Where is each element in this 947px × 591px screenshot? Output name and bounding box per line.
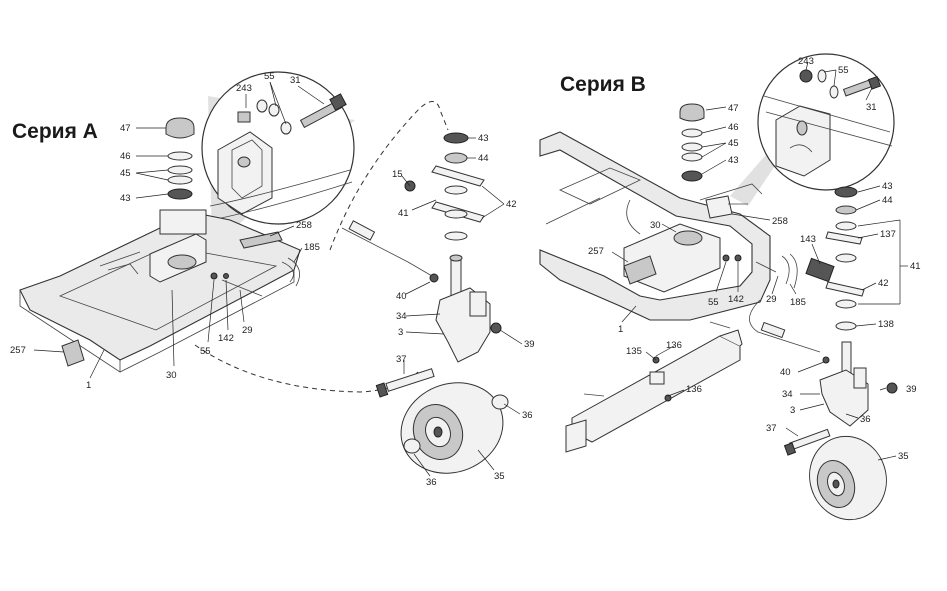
b-wheel-35 — [809, 435, 887, 521]
b-callout-258: 258 — [772, 216, 788, 227]
a-callout-41: 41 — [398, 208, 409, 219]
b-bolts-29-142-55 — [722, 203, 777, 273]
a-callout-43b: 43 — [478, 133, 489, 144]
a-callout-39: 39 — [524, 339, 535, 350]
b-callout-34: 34 — [782, 389, 793, 400]
b-callout-138: 138 — [878, 319, 894, 330]
b-callout-45: 45 — [728, 138, 739, 149]
b-detail-bolt-31 — [799, 69, 882, 99]
a-callout-34: 34 — [396, 311, 407, 322]
b-detail-bracket — [763, 95, 893, 177]
a-wheel-35 — [400, 382, 509, 474]
a-callout-44: 44 — [478, 153, 489, 164]
b-callout-31: 31 — [866, 102, 877, 113]
a-callout-55b: 55 — [200, 346, 211, 357]
a-callout-258: 258 — [296, 220, 312, 231]
a-callout-30: 30 — [166, 370, 177, 381]
a-callout-45: 45 — [120, 168, 131, 179]
a-frame-1 — [19, 209, 301, 373]
series-b-title: Серия В — [560, 73, 646, 96]
a-caster-stack — [404, 132, 502, 363]
b-callout-43: 43 — [728, 155, 739, 166]
b-leader-lines — [611, 61, 908, 461]
b-callout-36: 36 — [860, 414, 871, 425]
a-callout-29: 29 — [242, 325, 253, 336]
a-callout-47: 47 — [120, 123, 131, 134]
b-axle-135 — [565, 321, 743, 453]
b-callout-243: 243 — [798, 56, 814, 67]
a-callout-185: 185 — [304, 242, 320, 253]
b-callout-29: 29 — [766, 294, 777, 305]
b-callout-40: 40 — [780, 367, 791, 378]
b-callout-39: 39 — [906, 384, 917, 395]
a-callout-15: 15 — [392, 169, 403, 180]
a-bracket-185 — [281, 257, 300, 287]
b-cable — [626, 199, 821, 353]
a-callout-1: 1 — [86, 380, 91, 391]
a-callout-243: 243 — [236, 83, 252, 94]
b-callout-55b: 55 — [708, 297, 719, 308]
b-caster-stack — [805, 186, 898, 427]
b-callout-136: 136 — [666, 340, 682, 351]
a-axle-bolt-37 — [375, 368, 435, 398]
a-callout-35: 35 — [494, 471, 505, 482]
series-a-title: Серия А — [12, 120, 98, 143]
b-callout-55: 55 — [838, 65, 849, 76]
a-detail-bracket — [209, 131, 353, 221]
series-a-assembly: 47 46 45 43 243 55 31 258 185 257 1 30 5… — [10, 71, 535, 488]
a-cable-40 — [341, 220, 439, 283]
b-callout-3: 3 — [790, 405, 795, 416]
a-callout-40: 40 — [396, 291, 407, 302]
b-hub-stack — [679, 103, 705, 182]
b-callout-136b: 136 — [686, 384, 702, 395]
b-callout-43b: 43 — [882, 181, 893, 192]
b-callout-143: 143 — [800, 234, 816, 245]
a-callout-257: 257 — [10, 345, 26, 356]
b-callout-30: 30 — [650, 220, 661, 231]
a-decal-257 — [61, 339, 85, 367]
b-bracket-185 — [781, 253, 798, 289]
a-callout-37: 37 — [396, 354, 407, 365]
b-decal-257 — [623, 255, 657, 285]
b-axle-bolt-37 — [783, 428, 831, 456]
b-callout-142: 142 — [728, 294, 744, 305]
a-callout-142: 142 — [218, 333, 234, 344]
b-callout-135: 135 — [626, 346, 642, 357]
a-bolts-29-142-55 — [210, 272, 263, 297]
series-b-assembly: 47 46 45 43 243 55 31 43 44 137 41 143 4… — [539, 53, 921, 521]
b-callout-137: 137 — [880, 229, 896, 240]
b-callout-41: 41 — [910, 261, 921, 272]
b-callout-37: 37 — [766, 423, 777, 434]
a-callout-36b: 36 — [426, 477, 437, 488]
b-callout-46: 46 — [728, 122, 739, 133]
a-callout-42: 42 — [506, 199, 517, 210]
a-callout-43: 43 — [120, 193, 131, 204]
b-callout-47: 47 — [728, 103, 739, 114]
a-hub-stack — [165, 117, 195, 200]
a-leader-lines — [33, 81, 523, 477]
b-callout-35: 35 — [898, 451, 909, 462]
a-callout-3: 3 — [398, 327, 403, 338]
a-detail-bolt-31 — [237, 93, 347, 135]
a-decal-258 — [239, 231, 283, 249]
b-callout-185: 185 — [790, 297, 806, 308]
b-callout-44: 44 — [882, 195, 893, 206]
a-dashed-connector — [194, 101, 449, 393]
b-callout-257: 257 — [588, 246, 604, 257]
b-callout-42: 42 — [878, 278, 889, 289]
a-callout-55: 55 — [264, 71, 275, 82]
a-callout-31: 31 — [290, 75, 301, 86]
a-callout-36: 36 — [522, 410, 533, 421]
b-callout-1: 1 — [618, 324, 623, 335]
a-callout-46: 46 — [120, 151, 131, 162]
